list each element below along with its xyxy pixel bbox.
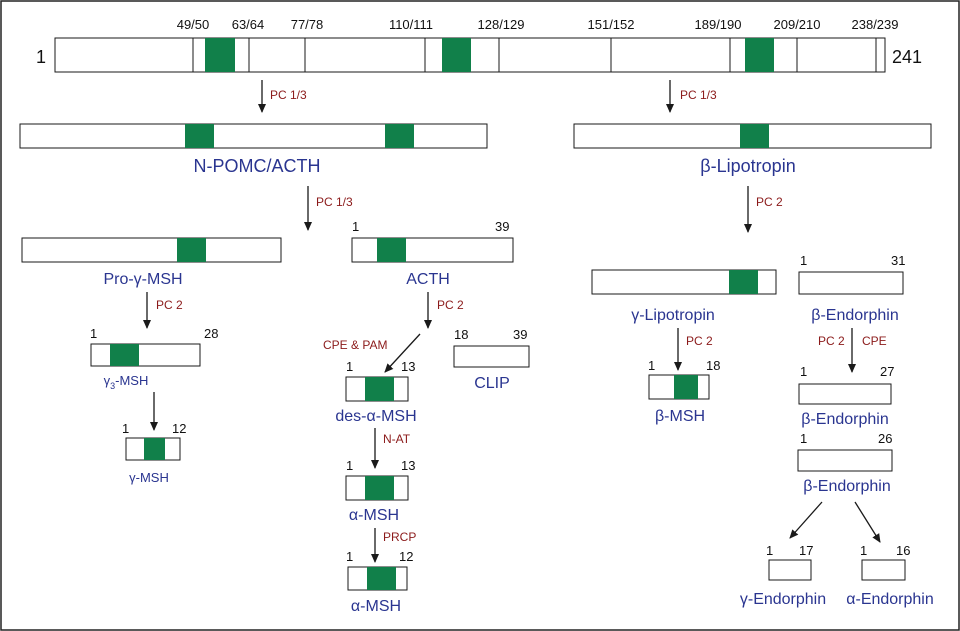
pomc-end: 241	[892, 47, 922, 67]
bend31-label: β-Endorphin	[811, 307, 898, 324]
arrow-to-gend	[789, 501, 823, 539]
enzyme-label: PC 1/3	[270, 88, 307, 102]
glip-segment	[729, 270, 758, 294]
progamma-bar	[21, 237, 282, 263]
desamsh-end: 13	[401, 359, 415, 374]
aend-end: 16	[896, 543, 910, 558]
blip-segment	[740, 124, 769, 148]
enzyme-label: CPE	[862, 334, 887, 348]
g3msh-bar	[90, 343, 201, 367]
npomc-bar	[19, 123, 488, 149]
enzyme-label: PRCP	[383, 530, 416, 544]
site-label: 49/50	[177, 17, 210, 32]
desamsh-segment	[365, 377, 394, 401]
gend-end: 17	[799, 543, 813, 558]
clip-end: 39	[513, 327, 527, 342]
site-label: 128/129	[478, 17, 525, 32]
amsh12-start: 1	[346, 549, 353, 564]
bmsh-segment	[674, 375, 698, 399]
clip-bar	[453, 345, 530, 368]
amsh13-start: 1	[346, 458, 353, 473]
glip-label: γ-Lipotropin	[631, 307, 715, 324]
blip-label: β-Lipotropin	[700, 156, 795, 176]
arrow-cpe-pam	[384, 333, 421, 373]
npomc-label: N-POMC/ACTH	[194, 156, 321, 176]
bend26-bar	[797, 449, 893, 472]
enzyme-label: PC 2	[156, 298, 183, 312]
g3msh-segment	[110, 344, 139, 366]
bend31-start: 1	[800, 253, 807, 268]
acth-label: ACTH	[406, 271, 450, 288]
enzyme-label: PC 2	[818, 334, 845, 348]
g3msh-label: γ3-MSH	[104, 373, 149, 391]
g3msh-end: 28	[204, 326, 218, 341]
bmsh-start: 1	[648, 358, 655, 373]
bend27-start: 1	[800, 364, 807, 379]
aend-label: α-Endorphin	[846, 591, 934, 608]
aend-bar	[861, 559, 906, 581]
bend26-start: 1	[800, 431, 807, 446]
clip-label: CLIP	[474, 375, 510, 392]
pomc-start: 1	[36, 47, 46, 67]
bend26-label: β-Endorphin	[803, 478, 890, 495]
bend26-end: 26	[878, 431, 892, 446]
progamma-segment	[177, 238, 206, 262]
enzyme-label: PC 2	[686, 334, 713, 348]
bend31-bar	[798, 271, 904, 295]
acth-segment	[377, 238, 406, 262]
enzyme-label: CPE & PAM	[323, 338, 387, 352]
progamma-label: Pro-γ-MSH	[103, 271, 182, 288]
enzyme-label: PC 1/3	[316, 195, 353, 209]
g3msh-start: 1	[90, 326, 97, 341]
enzyme-label: PC 2	[756, 195, 783, 209]
aend-start: 1	[860, 543, 867, 558]
pomc-msh-segment-1	[205, 38, 235, 72]
bend27-label: β-Endorphin	[801, 411, 888, 428]
clip-start: 18	[454, 327, 468, 342]
enzyme-label: N-AT	[383, 432, 411, 446]
arrow-to-aend	[854, 501, 881, 543]
site-label: 209/210	[774, 17, 821, 32]
bend27-bar	[798, 383, 892, 405]
enzyme-label: PC 2	[437, 298, 464, 312]
bmsh-end: 18	[706, 358, 720, 373]
bmsh-label: β-MSH	[655, 408, 705, 425]
desamsh-label: des-α-MSH	[335, 408, 416, 425]
site-label: 151/152	[588, 17, 635, 32]
pomc-msh-segment-2	[442, 38, 471, 72]
amsh12-end: 12	[399, 549, 413, 564]
site-label: 77/78	[291, 17, 324, 32]
gmsh-start: 1	[122, 421, 129, 436]
gmsh-segment	[144, 438, 165, 460]
acth-end: 39	[495, 219, 509, 234]
enzyme-label: PC 1/3	[680, 88, 717, 102]
gend-start: 1	[766, 543, 773, 558]
gend-label: γ-Endorphin	[740, 591, 826, 608]
gmsh-label: γ-MSH	[129, 470, 169, 485]
desamsh-start: 1	[346, 359, 353, 374]
bend27-end: 27	[880, 364, 894, 379]
acth-bar	[351, 237, 514, 263]
pomc-precursor: 1 241 49/50 63/64 77/78 110/111 128/129 …	[36, 17, 922, 73]
amsh12-segment	[367, 567, 396, 590]
acth-start: 1	[352, 219, 359, 234]
amsh13-end: 13	[401, 458, 415, 473]
npomc-segment-2	[385, 124, 414, 148]
bend31-end: 31	[891, 253, 905, 268]
site-label: 189/190	[695, 17, 742, 32]
amsh13-segment	[365, 476, 394, 500]
npomc-segment-1	[185, 124, 214, 148]
gend-bar	[768, 559, 812, 581]
site-label: 110/111	[389, 17, 433, 32]
site-label: 238/239	[852, 17, 899, 32]
site-label: 63/64	[232, 17, 265, 32]
amsh12-label: α-MSH	[351, 598, 401, 615]
gmsh-end: 12	[172, 421, 186, 436]
pomc-msh-segment-3	[745, 38, 774, 72]
amsh13-label: α-MSH	[349, 507, 399, 524]
